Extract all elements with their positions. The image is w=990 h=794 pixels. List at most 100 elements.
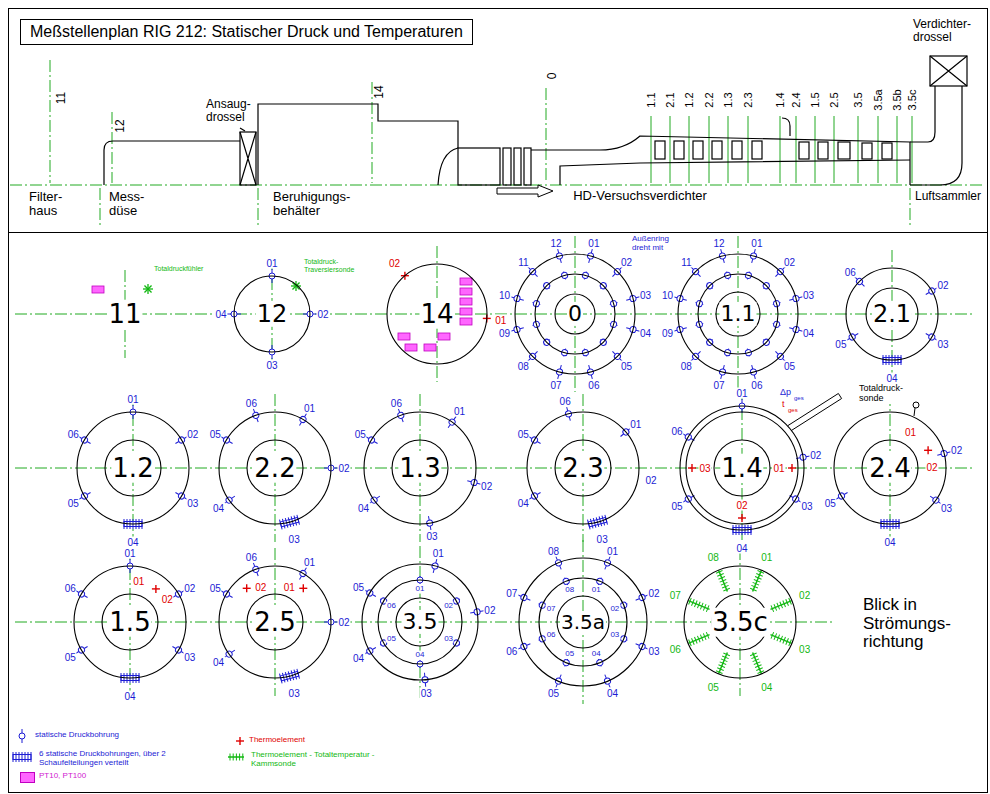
point-number: 04 [760, 681, 773, 692]
point-number: 04 [883, 537, 896, 548]
point-number: 01 [303, 403, 316, 414]
point-number: 04 [415, 651, 426, 660]
point-number: 01 [132, 575, 145, 586]
point-number: 05 [354, 428, 367, 439]
centerlines [10, 60, 985, 228]
rake-probe-tick [723, 653, 729, 656]
plane-ring [698, 274, 778, 354]
thermocouple-symbol [243, 584, 251, 592]
point-number: 04 [639, 327, 652, 338]
point-number: 03 [798, 643, 811, 654]
rake-tick [25, 752, 26, 762]
point-number: 08 [547, 545, 560, 556]
point-number: 01 [494, 314, 507, 325]
thermocouple-bar [791, 464, 792, 472]
rake-probe-tick [717, 668, 723, 671]
station-number: 2.2 [703, 91, 715, 108]
component-label: Verdichter- drossel [912, 18, 972, 44]
point-number: 03 [425, 530, 438, 541]
plane-ring [862, 440, 918, 496]
point-number: 03 [639, 290, 652, 301]
station-tick [834, 116, 835, 183]
probe-head [913, 402, 919, 408]
point-number: 04 [214, 309, 227, 320]
probe-star-ray [144, 285, 151, 292]
blade-row [732, 141, 742, 159]
point-number: 05 [834, 338, 847, 349]
point-number: 03 [186, 497, 199, 508]
rake-tick [16, 752, 17, 762]
rake-probe-tick [783, 600, 786, 606]
point-number: 01 [283, 581, 296, 592]
zone-divider [258, 188, 259, 228]
point-number: 05 [64, 651, 77, 662]
quantity-symbol: t [781, 400, 786, 410]
blade-row [693, 141, 703, 159]
rake-probe-tick [753, 582, 759, 585]
station-tick [651, 116, 652, 183]
plane-ring [219, 566, 331, 678]
point-number: 04 [885, 373, 898, 384]
point-number: 10 [661, 290, 674, 301]
plane-ring [716, 292, 760, 336]
station-number: 2.3 [561, 454, 604, 483]
rake-probe-symbol [715, 569, 730, 593]
plane-ring [535, 274, 615, 354]
rake-probe-tick [771, 605, 774, 611]
station-number: 14 [373, 84, 386, 99]
measuring-nozzle [104, 141, 240, 185]
point-number: 03 [940, 502, 953, 513]
point-number: 03 [937, 338, 950, 349]
point-number: 04 [212, 656, 225, 667]
station-number: 3.5c [711, 608, 769, 637]
pt-sensor-symbol [460, 308, 472, 315]
rake-probe-tick [718, 576, 724, 579]
point-number: 03 [265, 360, 278, 371]
station-ticks [651, 116, 912, 183]
rake-tick [121, 673, 122, 683]
point-number: 05 [783, 360, 796, 371]
thermocouple-bar [239, 737, 240, 745]
intake-throttle-cross [240, 132, 256, 185]
point-number: 02 [388, 258, 401, 269]
point-number: 02 [443, 601, 454, 610]
rake-probe-symbol [687, 631, 711, 646]
measuring-plane: 14 [387, 264, 487, 364]
pt-sensor-symbol [398, 333, 410, 340]
rake-tick [901, 355, 902, 365]
rake-tick [13, 752, 14, 762]
plane-ring [362, 564, 478, 680]
blade-row [838, 142, 850, 159]
thermocouple-symbol [788, 464, 796, 472]
plane-ring [392, 440, 448, 496]
thermocouple-symbol [152, 585, 160, 593]
point-number: 03 [698, 463, 711, 474]
station-number: 3.5 [402, 610, 439, 634]
station-number: 2.1 [872, 301, 912, 327]
point-number: 01 [453, 406, 466, 417]
station-number: 2.4 [868, 454, 911, 483]
station-number: 1.1 [720, 302, 757, 326]
point-number: 03 [288, 534, 301, 545]
rake-probe-tick [756, 574, 762, 577]
thermocouple-symbol [236, 737, 244, 745]
rake-probe-tick [706, 605, 709, 611]
point-number: 04 [123, 691, 136, 702]
point-number: 05 [209, 428, 222, 439]
point-number: 11 [680, 257, 692, 268]
blade-row [712, 141, 722, 159]
plane-ring [866, 288, 918, 340]
point-number: 07 [550, 379, 563, 390]
rake-tick [280, 674, 283, 684]
probe-bend [782, 118, 790, 136]
rake-probe-tick [750, 653, 756, 656]
station-tick [796, 116, 797, 183]
point-number: 04 [591, 649, 602, 658]
plane-ring [714, 440, 770, 496]
rake-probe-tick [233, 754, 234, 761]
plane-ring [396, 598, 444, 646]
rake-tick [881, 519, 882, 529]
station-tick [670, 116, 671, 183]
rake-tick [22, 752, 23, 762]
station-tick [780, 116, 781, 183]
